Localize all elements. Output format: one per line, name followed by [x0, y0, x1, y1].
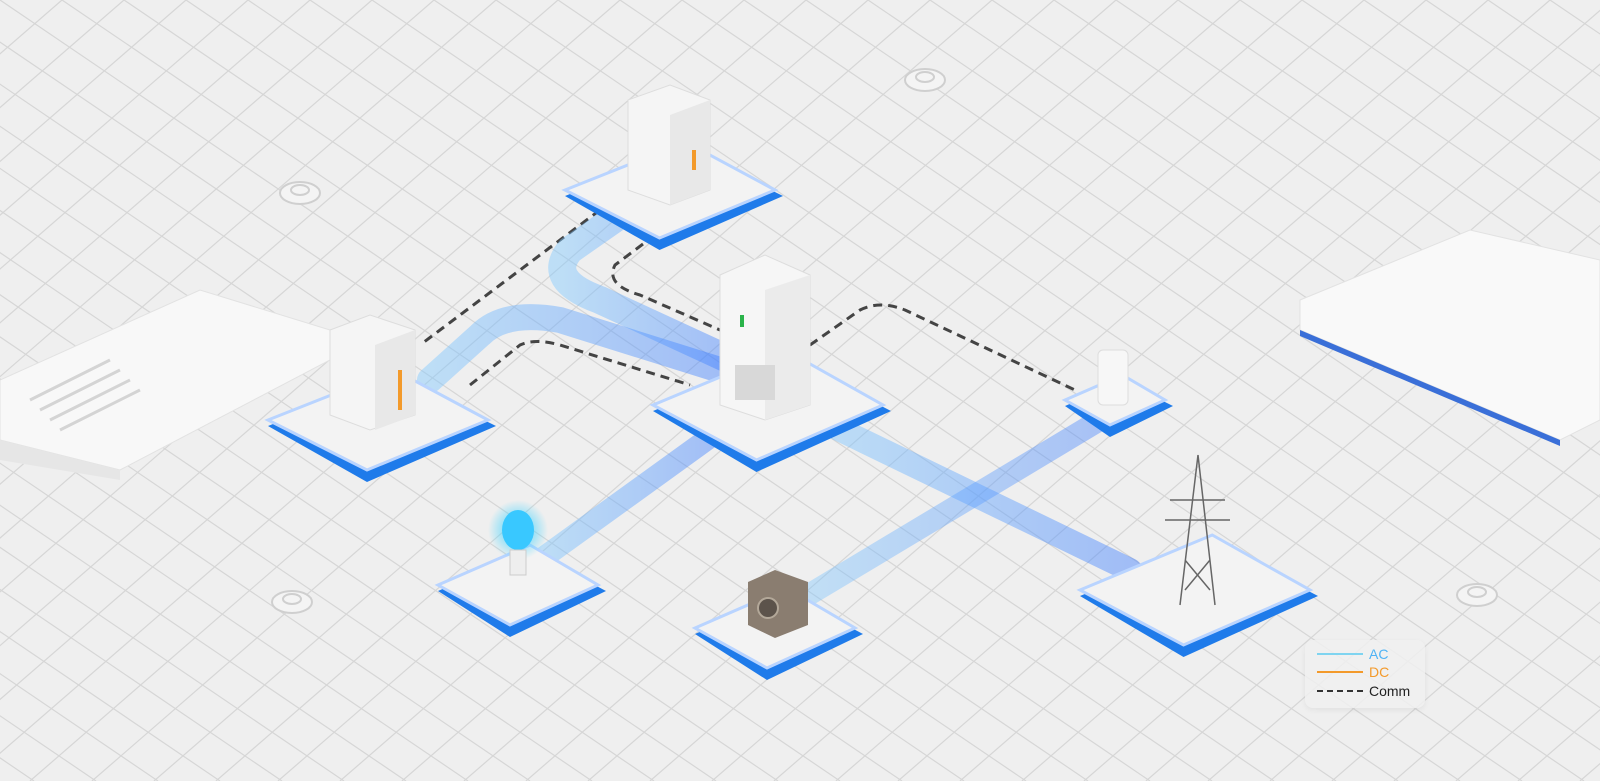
- legend-ac-label: AC: [1369, 646, 1389, 662]
- inverter-cabinet: [719, 254, 811, 421]
- platform-top: [1076, 533, 1314, 647]
- power-pylon: [1165, 454, 1230, 606]
- legend-comm: Comm: [1317, 683, 1410, 699]
- comm-line-swatch: [1317, 690, 1363, 692]
- platform-top: [434, 543, 602, 627]
- light-bulb: [488, 500, 548, 576]
- legend-ac: AC: [1317, 646, 1388, 662]
- legend-dc-label: DC: [1369, 664, 1390, 680]
- legend: AC DC Comm: [1305, 640, 1425, 708]
- legend-comm-label: Comm: [1369, 683, 1411, 699]
- smart-meter: [1097, 349, 1129, 406]
- battery-cabinet-top: [627, 84, 711, 206]
- sensors: [271, 68, 1498, 614]
- building-right: [1299, 229, 1600, 446]
- legend-dc: DC: [1317, 664, 1389, 680]
- building-left: [0, 289, 331, 480]
- battery-cabinet-left: [329, 314, 416, 431]
- ac-flows: [417, 201, 1142, 611]
- dc-line-swatch: [1317, 671, 1363, 673]
- washing-machine: [748, 570, 808, 638]
- ac-line-swatch: [1317, 653, 1363, 655]
- comm-lines: [419, 208, 1076, 392]
